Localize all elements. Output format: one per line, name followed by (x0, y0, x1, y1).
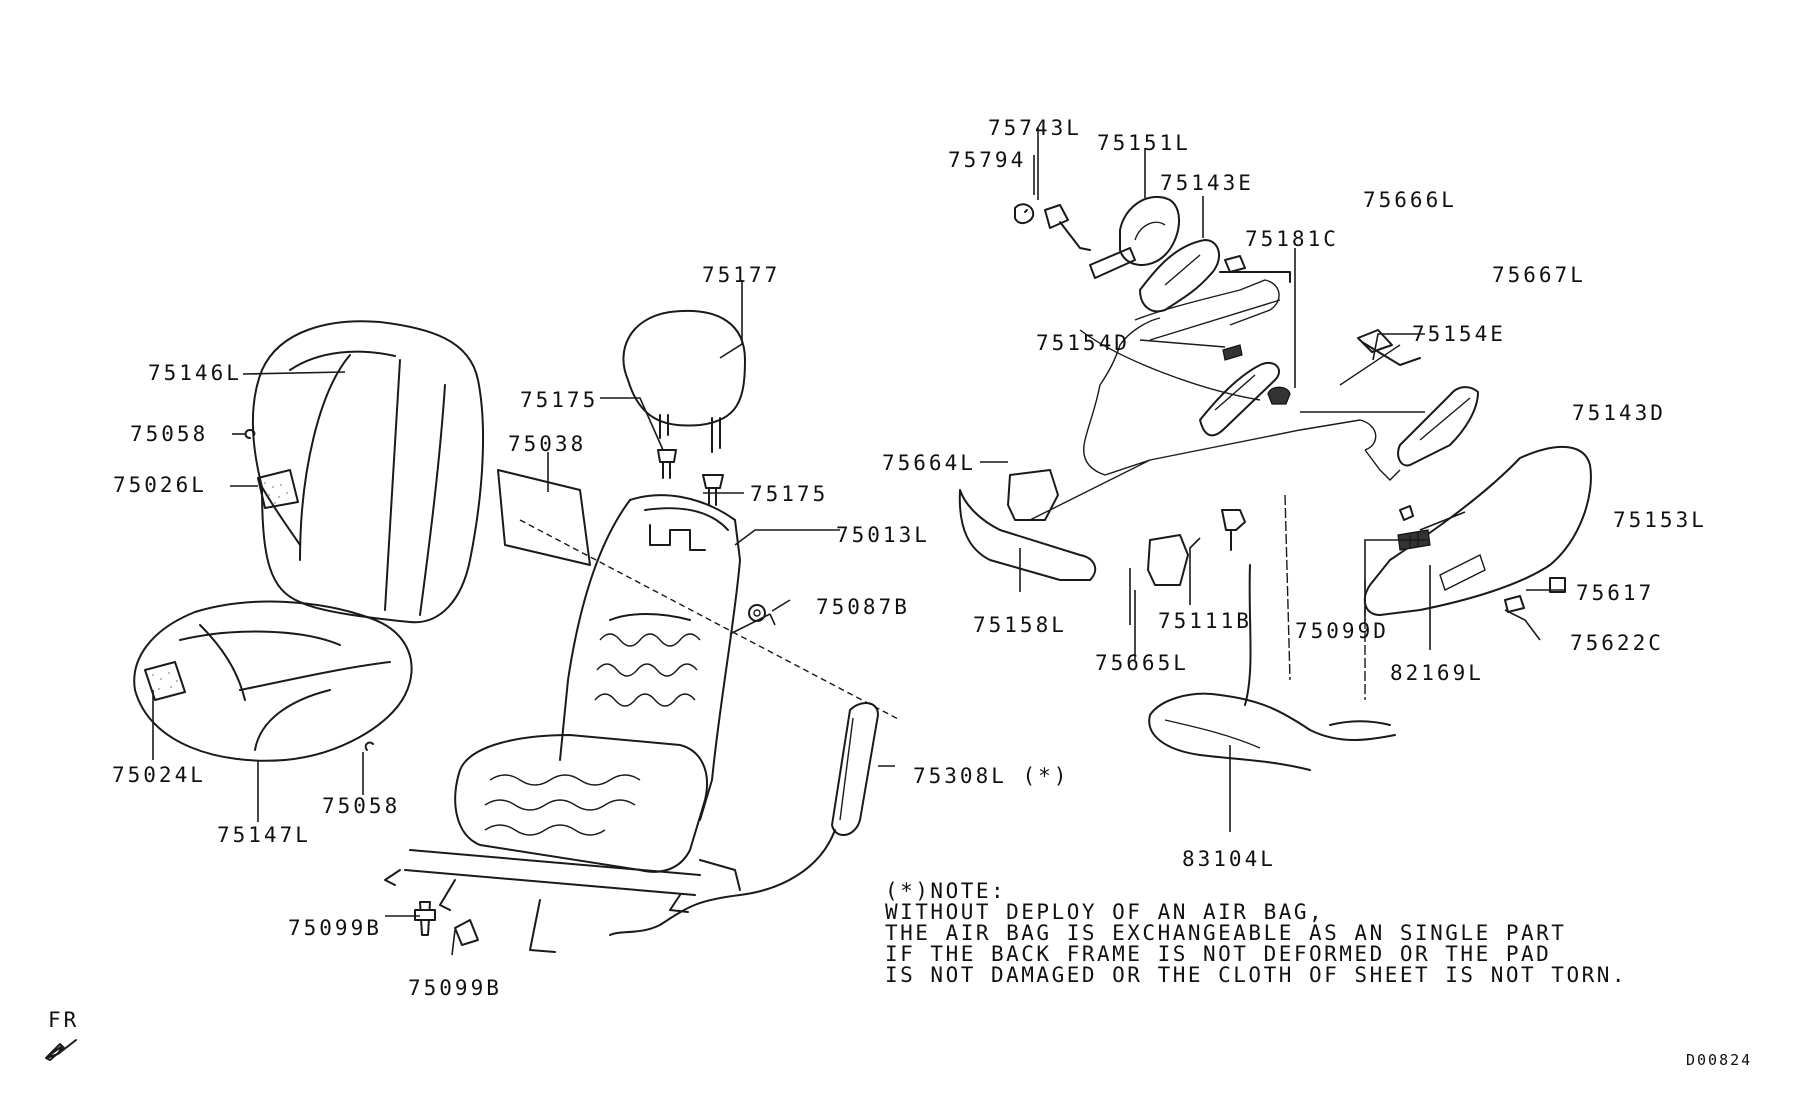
seatback-cover (252, 320, 485, 624)
headrest (622, 309, 746, 453)
label-75143E: 75143E (1160, 171, 1254, 195)
seat-cushion-cover (133, 600, 413, 762)
label-75175-b: 75175 (750, 482, 828, 506)
label-75111B: 75111B (1158, 609, 1252, 633)
front-direction-indicator: FR (45, 1008, 79, 1061)
label-75147L: 75147L (217, 823, 311, 847)
label-75087B: 75087B (816, 595, 910, 619)
label-75143D: 75143D (1572, 401, 1666, 425)
diagram-code: D00824 (1686, 1051, 1752, 1069)
label-75099B-a: 75099B (288, 916, 382, 940)
front-garnish (1007, 469, 1059, 521)
seat-wiring-harness (1148, 564, 1396, 771)
wire-tie (1222, 344, 1243, 361)
recliner-lever (1199, 361, 1280, 437)
note-line-3: IF THE BACK FRAME IS NOT DEFORMED OR THE… (885, 942, 1551, 966)
part-labels: 75146L 75058 75026L 75024L 75147L 75058 … (112, 116, 1707, 1000)
recliner-bracket (1397, 386, 1479, 467)
airbag-note: (*)NOTE: WITHOUT DEPLOY OF AN AIR BAG, T… (885, 879, 1627, 987)
rear-garnish (1147, 534, 1189, 586)
label-75013L: 75013L (836, 523, 930, 547)
label-75617: 75617 (1576, 581, 1654, 605)
belt-buckle (1014, 203, 1091, 251)
label-75794: 75794 (948, 148, 1026, 172)
mounting-bolt (414, 901, 479, 946)
direction-label: FR (48, 1008, 79, 1032)
label-75743L: 75743L (988, 116, 1082, 140)
switch-knob (1504, 577, 1566, 613)
label-75664L: 75664L (882, 451, 976, 475)
seat-rail-frame (1083, 279, 1401, 481)
label-75058-a: 75058 (130, 422, 208, 446)
reference-lines (519, 299, 1401, 721)
label-83104L: 83104L (1182, 847, 1276, 871)
note-line-2: THE AIR BAG IS EXCHANGEABLE AS AN SINGLE… (885, 921, 1566, 945)
front-harness-clip (1219, 255, 1291, 283)
label-75038: 75038 (508, 432, 586, 456)
label-75158L: 75158L (973, 613, 1067, 637)
label-75024L: 75024L (112, 763, 206, 787)
label-75146L: 75146L (148, 361, 242, 385)
seatback-heater-pad (257, 469, 299, 509)
cushion-heater-pad (144, 661, 186, 701)
label-75026L: 75026L (113, 473, 207, 497)
note-line-4: IS NOT DAMAGED OR THE CLOTH OF SHEET IS … (885, 963, 1627, 987)
label-75175-a: 75175 (520, 388, 598, 412)
front-arrow-icon (45, 1039, 77, 1061)
label-82169L: 82169L (1390, 661, 1484, 685)
label-75667L: 75667L (1492, 263, 1586, 287)
switch-bolt (1399, 505, 1414, 521)
back-board (497, 469, 591, 566)
label-75151L: 75151L (1097, 131, 1191, 155)
note-line-1: WITHOUT DEPLOY OF AN AIR BAG, (885, 900, 1324, 924)
label-75153L: 75153L (1613, 508, 1707, 532)
label-75181C: 75181C (1245, 227, 1339, 251)
inner-recliner-cover (1139, 239, 1220, 313)
label-75665L: 75665L (1095, 651, 1189, 675)
label-75154E: 75154E (1412, 322, 1506, 346)
grommet (748, 604, 766, 622)
label-75622C: 75622C (1570, 631, 1664, 655)
label-75058-b: 75058 (322, 794, 400, 818)
label-75099D: 75099D (1295, 619, 1389, 643)
label-75308L: 75308L (*) (913, 764, 1069, 788)
leader-lines (152, 128, 1566, 956)
note-heading: (*)NOTE: (885, 879, 1006, 903)
connector-clip (1267, 386, 1291, 405)
label-75154D: 75154D (1036, 331, 1130, 355)
side-shield (958, 489, 1097, 581)
hog-ring-clip (244, 429, 374, 751)
headrest-guide (657, 449, 724, 506)
rear-harness-clip (1357, 329, 1421, 366)
label-75099B-b: 75099B (408, 976, 502, 1000)
recliner-cover (1089, 195, 1181, 279)
label-75666L: 75666L (1363, 188, 1457, 212)
connector-bolt (1221, 509, 1246, 551)
label-75177: 75177 (702, 263, 780, 287)
seat-frame (384, 494, 741, 953)
side-airbag-module (609, 702, 879, 936)
